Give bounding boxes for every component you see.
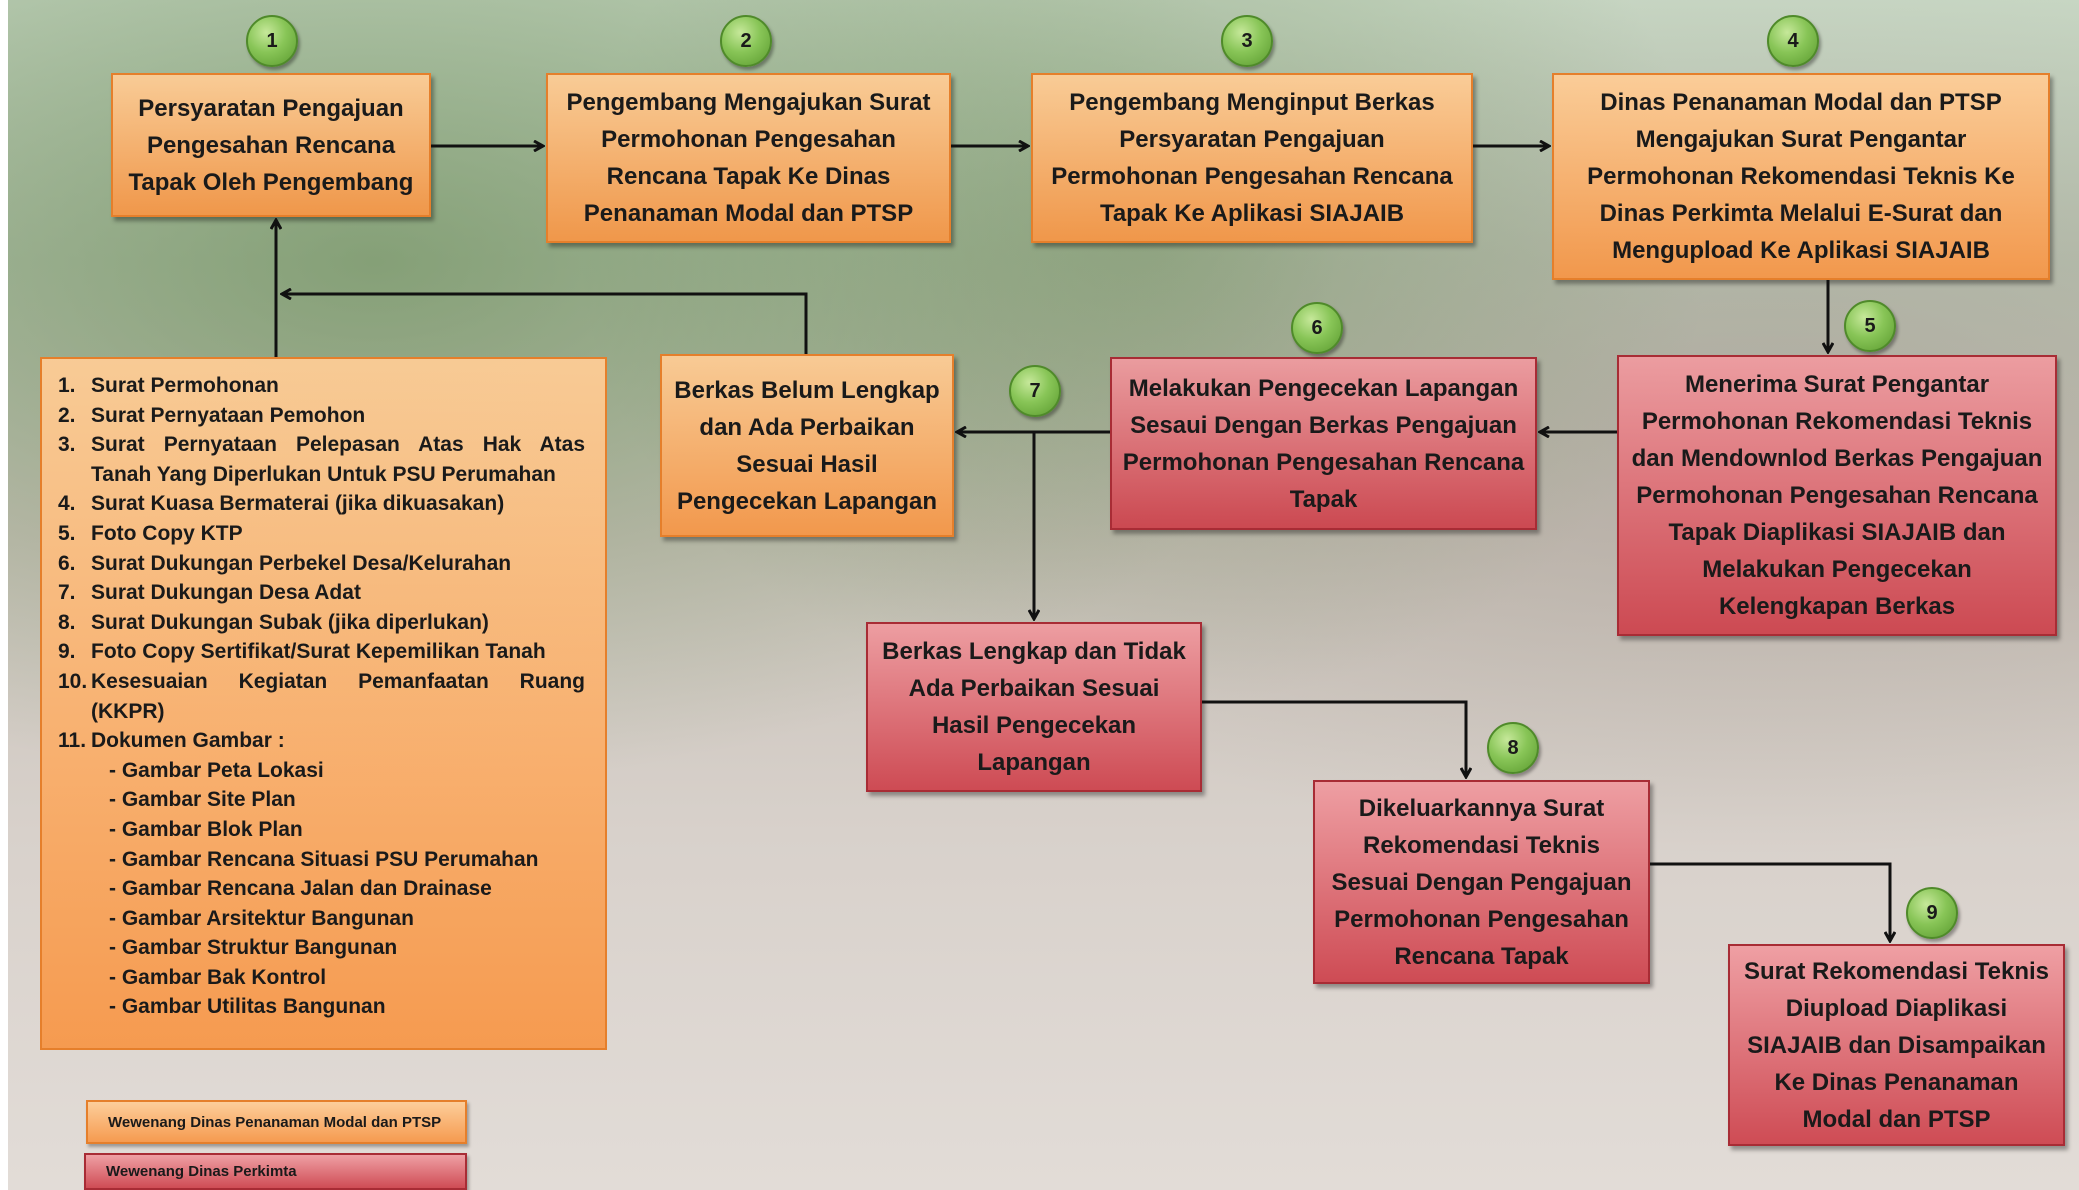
arrow-complete-to-step-8	[1202, 700, 1466, 777]
step-1-box: Persyaratan Pengajuan Pengesahan Rencana…	[111, 73, 431, 217]
branch-complete-box: Berkas Lengkap dan Tidak Ada Perbaikan S…	[866, 622, 1202, 792]
step-5-text: Menerima Surat Pengantar Permohonan Reko…	[1631, 371, 2043, 620]
drawing-item: - Gambar Site Plan	[109, 788, 296, 812]
drawing-item: - Gambar Utilitas Bangunan	[109, 995, 386, 1019]
drawing-item: - Gambar Arsitektur Bangunan	[109, 906, 414, 930]
step-6-box: Melakukan Pengecekan Lapangan Sesaui Den…	[1110, 357, 1537, 530]
branch-complete-text: Berkas Lengkap dan Tidak Ada Perbaikan S…	[882, 638, 1186, 776]
step-6-text: Melakukan Pengecekan Lapangan Sesaui Den…	[1122, 374, 1525, 513]
step-9-box: Surat Rekomendasi Teknis Diupload Diapli…	[1728, 944, 2065, 1146]
step-9-text: Surat Rekomendasi Teknis Diupload Diapli…	[1744, 957, 2049, 1133]
step-1-badge: 1	[246, 15, 298, 67]
drawing-list: - Gambar Peta Lokasi - Gambar Site Plan …	[58, 756, 585, 1022]
drawing-item: - Gambar Peta Lokasi	[109, 758, 324, 782]
requirement-item: 3.Surat Pernyataan Pelepasan Atas Hak At…	[58, 433, 585, 486]
drawing-item: - Gambar Rencana Situasi PSU Perumahan	[109, 847, 539, 871]
requirement-item: 7.Surat Dukungan Desa Adat	[58, 581, 361, 605]
requirement-item: 9.Foto Copy Sertifikat/Surat Kepemilikan…	[58, 640, 546, 664]
legend-red-label: Wewenang Dinas Perkimta	[106, 1163, 297, 1180]
drawing-item: - Gambar Blok Plan	[109, 817, 303, 841]
requirement-item: 10.Kesesuaian Kegiatan Pemanfaatan Ruang…	[58, 669, 585, 723]
requirement-item: 5.Foto Copy KTP	[58, 521, 243, 545]
requirement-item: 2.Surat Pernyataan Pemohon	[58, 403, 366, 427]
step-7-badge: 7	[1009, 365, 1061, 417]
legend-red: Wewenang Dinas Perkimta	[84, 1153, 467, 1190]
step-5-badge: 5	[1844, 300, 1896, 352]
requirement-item: 11.Dokumen Gambar :	[58, 729, 285, 753]
step-3-box: Pengembang Menginput Berkas Persyaratan …	[1031, 73, 1473, 243]
drawing-item: - Gambar Bak Kontrol	[109, 965, 327, 989]
step-2-badge: 2	[720, 15, 772, 67]
step-9-badge: 9	[1906, 887, 1958, 939]
step-2-text: Pengembang Mengajukan Surat Permohonan P…	[566, 89, 931, 227]
step-4-box: Dinas Penanaman Modal dan PTSP Mengajuka…	[1552, 73, 2050, 280]
branch-incomplete-text: Berkas Belum Lengkap dan Ada Perbaikan S…	[674, 376, 940, 515]
requirements-list-box: 1.Surat Permohonan 2.Surat Pernyataan Pe…	[40, 357, 607, 1050]
requirement-item: 6.Surat Dukungan Perbekel Desa/Kelurahan	[58, 551, 512, 575]
requirement-item: 8.Surat Dukungan Subak (jika diperlukan)	[58, 610, 489, 634]
requirements-list: 1.Surat Permohonan 2.Surat Pernyataan Pe…	[58, 371, 585, 756]
step-3-badge: 3	[1221, 15, 1273, 67]
requirement-item: 4.Surat Kuasa Bermaterai (jika dikuasaka…	[58, 492, 505, 516]
step-8-text: Dikeluarkannya Surat Rekomendasi Teknis …	[1331, 794, 1632, 970]
branch-incomplete-box: Berkas Belum Lengkap dan Ada Perbaikan S…	[660, 354, 954, 537]
step-4-text: Dinas Penanaman Modal dan PTSP Mengajuka…	[1587, 89, 2015, 264]
step-4-badge: 4	[1767, 15, 1819, 67]
step-2-box: Pengembang Mengajukan Surat Permohonan P…	[546, 73, 951, 243]
requirement-item: 1.Surat Permohonan	[58, 374, 279, 397]
arrow-incomplete-to-list	[282, 294, 808, 354]
arrow-8-to-step-9	[1650, 862, 1890, 941]
legend-orange-label: Wewenang Dinas Penanaman Modal dan PTSP	[108, 1113, 442, 1131]
step-8-box: Dikeluarkannya Surat Rekomendasi Teknis …	[1313, 780, 1650, 984]
step-6-badge: 6	[1291, 302, 1343, 354]
drawing-item: - Gambar Rencana Jalan dan Drainase	[109, 877, 492, 901]
step-5-box: Menerima Surat Pengantar Permohonan Reko…	[1617, 355, 2057, 636]
drawing-item: - Gambar Struktur Bangunan	[109, 936, 398, 960]
step-8-badge: 8	[1487, 722, 1539, 774]
legend-orange: Wewenang Dinas Penanaman Modal dan PTSP	[86, 1100, 467, 1144]
step-3-text: Pengembang Menginput Berkas Persyaratan …	[1051, 89, 1453, 227]
step-1-text: Persyaratan Pengajuan Pengesahan Rencana…	[128, 94, 414, 196]
